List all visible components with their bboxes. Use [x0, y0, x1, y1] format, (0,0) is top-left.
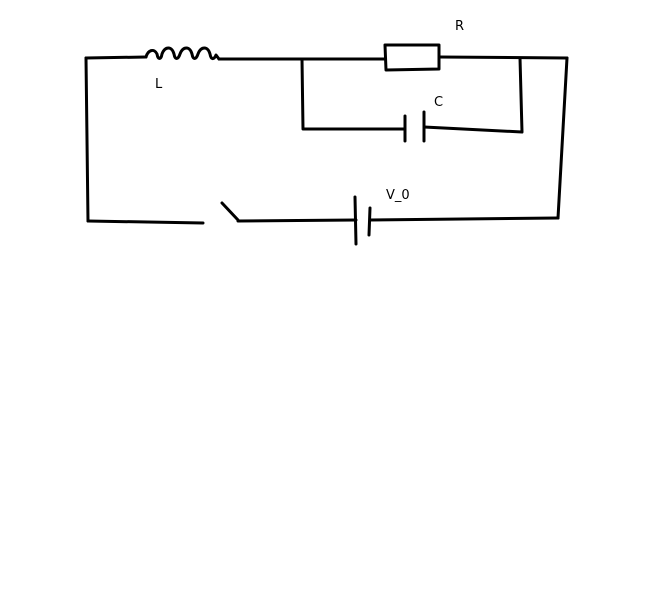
cap-branch-left — [300, 57, 407, 131]
wire-top-left — [84, 55, 148, 60]
battery-plate-short — [367, 206, 372, 237]
cap-branch-right — [422, 56, 524, 134]
inductor-label: L — [155, 77, 163, 92]
capacitor-label: C — [434, 95, 443, 110]
resistor-label: R — [455, 19, 464, 34]
resistor-body — [383, 43, 441, 72]
wire-left — [84, 56, 90, 223]
wire-bottom-middle — [236, 218, 358, 223]
inductor-coil — [144, 46, 221, 61]
wire-right — [556, 56, 569, 220]
source-label: V_0 — [386, 188, 410, 203]
wire-bottom-right — [368, 216, 560, 222]
wire-top-right — [437, 55, 569, 60]
battery-plate-long — [353, 195, 358, 246]
wire-bottom-left — [86, 219, 205, 225]
switch-arm — [220, 201, 240, 222]
